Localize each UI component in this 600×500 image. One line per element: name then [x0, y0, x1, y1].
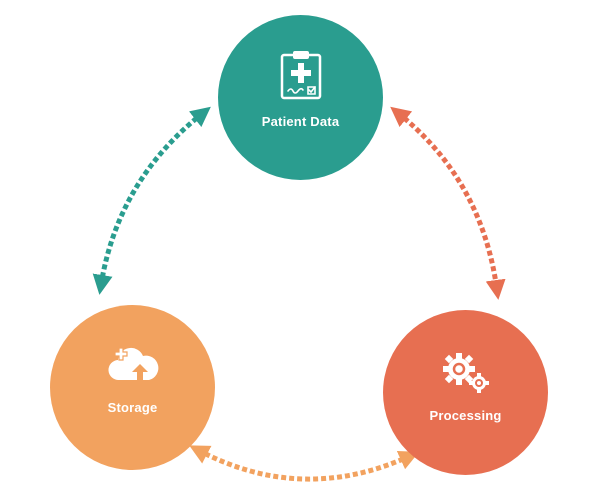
node-storage: Storage — [50, 305, 215, 470]
connector-patient-storage — [92, 106, 211, 295]
node-patient-data: Patient Data — [218, 15, 383, 180]
clipboard-medical-icon — [280, 51, 321, 100]
node-label-patient-data: Patient Data — [261, 114, 340, 129]
node-processing: Processing — [383, 310, 548, 475]
cloud-upload-icon — [107, 347, 158, 382]
node-label-processing: Processing — [429, 408, 502, 423]
connector-storage-processing — [189, 445, 420, 482]
gears-icon — [442, 353, 489, 393]
node-label-storage: Storage — [107, 400, 158, 415]
connector-patient-processing — [390, 106, 506, 300]
